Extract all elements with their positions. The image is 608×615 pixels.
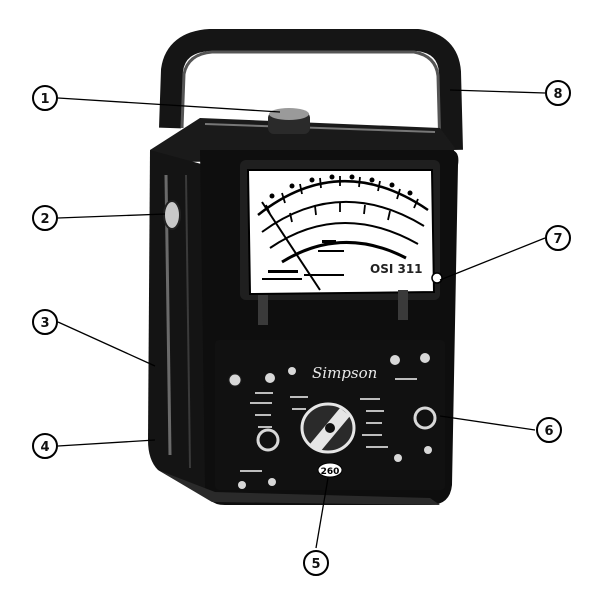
top-reset-button bbox=[268, 108, 310, 134]
side-zero-adjust-stud bbox=[163, 200, 181, 230]
leader-lines bbox=[57, 89, 546, 549]
callout-5: 5 bbox=[303, 550, 329, 576]
jack-top-right-2 bbox=[420, 353, 430, 363]
meter-model-text: OSI 311 bbox=[370, 262, 423, 276]
meter-face: OSI 311 bbox=[240, 160, 443, 300]
jack-bottom-right-1 bbox=[394, 454, 402, 462]
svg-text:4: 4 bbox=[40, 440, 49, 455]
jack-left-large bbox=[256, 428, 280, 452]
range-selector-knob bbox=[300, 402, 356, 454]
jack-top-right-1 bbox=[390, 355, 400, 365]
jack-bottom-left-1 bbox=[238, 481, 246, 489]
callout-4: 4 bbox=[32, 433, 58, 459]
model-badge: 260 bbox=[317, 462, 343, 478]
callout-7: 7 bbox=[545, 225, 571, 251]
callout-2: 2 bbox=[32, 205, 58, 231]
callout-3: 3 bbox=[32, 309, 58, 335]
jack-bottom-left-2 bbox=[268, 478, 276, 486]
jack-top-2 bbox=[265, 373, 275, 383]
zero-adjust-screw bbox=[431, 272, 443, 284]
callout-8: 8 bbox=[545, 80, 571, 106]
brand-logo: Simpson bbox=[312, 364, 377, 382]
svg-text:260: 260 bbox=[321, 467, 340, 477]
callout-1: 1 bbox=[32, 85, 58, 111]
carry-handle bbox=[159, 29, 463, 151]
svg-text:8: 8 bbox=[553, 87, 562, 102]
jack-top-left bbox=[228, 373, 242, 387]
jack-bottom-right-2 bbox=[424, 446, 432, 454]
svg-text:2: 2 bbox=[40, 212, 49, 227]
svg-text:7: 7 bbox=[553, 232, 562, 247]
jack-right-large bbox=[413, 406, 437, 430]
svg-text:6: 6 bbox=[544, 424, 553, 439]
callout-6: 6 bbox=[536, 417, 562, 443]
jack-top-3 bbox=[288, 367, 296, 375]
control-panel: Simpson 260 bbox=[215, 340, 445, 490]
svg-text:1: 1 bbox=[40, 92, 49, 107]
svg-text:5: 5 bbox=[311, 557, 320, 572]
svg-text:3: 3 bbox=[40, 316, 49, 331]
